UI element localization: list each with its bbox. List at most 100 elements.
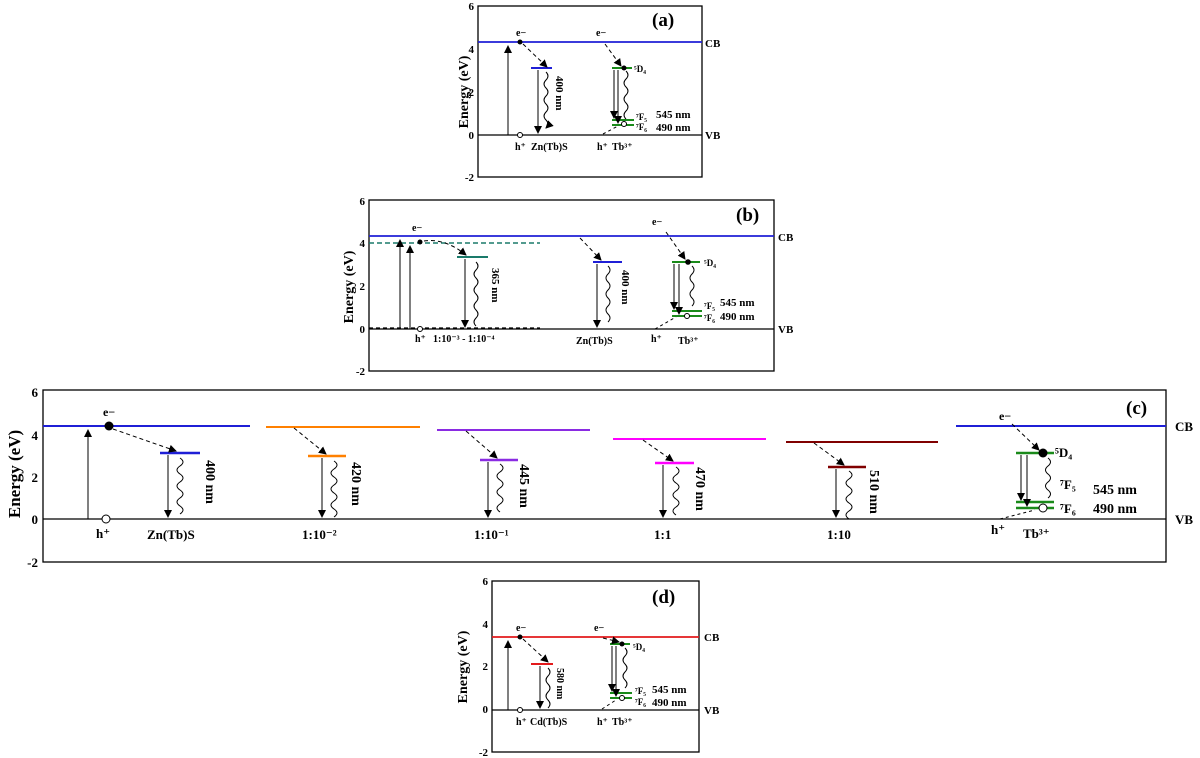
panel-b-tick-6: 6	[360, 196, 366, 208]
panel-a-hole-label: h⁺	[515, 142, 526, 153]
panel-c-label: (c)	[1126, 398, 1147, 419]
panel-d-tb-transfer-arrow	[602, 636, 620, 645]
panel-d-tb-hole-arrow	[601, 699, 617, 710]
panel-d-tick-2: 2	[483, 661, 489, 673]
panel-c-wave-zns	[176, 457, 184, 515]
panel-b-tick-2: 2	[360, 281, 366, 293]
panel-b-vb-label: VB	[778, 324, 794, 336]
panel-b-f6-label: ⁷F₆	[704, 313, 715, 323]
panel-a-tick-4: 4	[469, 44, 475, 56]
panel-d-d4-label: ⁵D₄	[633, 642, 645, 652]
panel-d-490nm: 490 nm	[652, 697, 687, 709]
panel-d-hole-dot	[517, 707, 523, 713]
panel-b-host-wave	[605, 265, 611, 323]
panel-a-f5-label: ⁷F₅	[636, 112, 647, 122]
panel-d-cb-label: CB	[704, 632, 720, 644]
panel-c-hole-label: h⁺	[96, 526, 110, 541]
panel-d-frame	[491, 580, 700, 753]
panel-d-tb-label: Tb³⁺	[612, 717, 633, 728]
panel-c-tb-label: Tb³⁺	[1023, 526, 1050, 541]
panel-c-label-1e-1: 1:10⁻¹	[474, 527, 509, 542]
panel-c-tb-hole-dot	[1038, 503, 1048, 513]
panel-d-tb-hole-dot	[619, 695, 625, 701]
panel-d-hole-label-2: h⁺	[597, 717, 608, 728]
panel-a-vb-label: VB	[705, 130, 721, 142]
panel-c-tick-2: 2	[32, 470, 39, 485]
panel-a-relax-arrow	[522, 43, 548, 68]
panel-b-electron-dot	[417, 239, 423, 245]
panel-a-electron-dot	[517, 39, 523, 45]
panel-d-ylabel: Energy (eV)	[456, 630, 471, 703]
panel-a-tb-transfer-arrow	[604, 43, 622, 67]
panel-d-label: (d)	[652, 587, 675, 608]
panel-b-tb-hole-arrow	[654, 316, 677, 330]
panel-c-tick-4: 4	[32, 428, 39, 443]
panel-b-ratio-relax-arrow	[423, 240, 467, 256]
panel-a-tb-wave	[623, 70, 629, 120]
panel-c-wave-1-1	[672, 466, 680, 516]
panel-b-cb-label: CB	[778, 232, 794, 244]
panel-a-tb-label: Tb³⁺	[612, 142, 633, 153]
panel-c-relax-zns	[112, 428, 177, 453]
panel-a-f6-label: ⁷F₆	[636, 122, 647, 132]
panel-b-tb-hole-dot	[684, 313, 690, 319]
panel-b-electron-label: e−	[412, 223, 422, 234]
panel-b-f5-label: ⁷F₅	[704, 301, 715, 311]
panel-b-tb-label: Tb³⁺	[678, 336, 699, 347]
panel-b: Energy (eV) 6 4 2 0 -2 (b) CB VB e− h⁺ 3…	[342, 196, 794, 378]
panel-d-host-label: Cd(Tb)S	[530, 717, 568, 728]
panel-c-label-zns: Zn(Tb)S	[147, 527, 195, 542]
panel-b-490nm: 490 nm	[720, 311, 755, 323]
panel-c-hole-label-2: h⁺	[991, 522, 1005, 537]
panel-b-tick-0: 0	[360, 324, 366, 336]
panel-c-relax-1e-1	[465, 430, 498, 459]
panel-c-relax-1-10	[813, 442, 845, 466]
panel-b-tb-wave	[689, 265, 695, 307]
panel-c-hole-dot	[101, 514, 111, 524]
panel-b-hole-dot	[417, 326, 423, 332]
panel-a-490nm: 490 nm	[656, 122, 691, 134]
panel-c-wave-1e-2	[330, 460, 338, 518]
panel-d-electron-label: e−	[516, 623, 526, 634]
panel-a-tick-2: 2	[469, 87, 475, 99]
panel-a-tb-hole-dot	[621, 121, 627, 127]
panel-d-f6-label: ⁷F₆	[635, 697, 646, 707]
panel-b-hole-label-2: h⁺	[651, 334, 662, 345]
panel-c-wave-1e-1	[496, 463, 504, 513]
panel-b-ratio-label: 1:10⁻³ - 1:10⁻⁴	[433, 334, 495, 345]
panel-c-nm-1e-2: 420 nm	[348, 462, 363, 506]
panel-c-electron-label: e−	[103, 405, 115, 419]
panel-c-vb-label: VB	[1175, 512, 1193, 527]
panel-c-d4-label: ⁵D₄	[1055, 445, 1072, 460]
panel-a-emission-nm: 400 nm	[553, 76, 565, 111]
panel-c-tick-0: 0	[32, 512, 39, 527]
panel-d-tb-wave	[622, 647, 628, 689]
panel-a-label: (a)	[652, 10, 674, 31]
panel-c-nm-1-1: 470 nm	[692, 467, 707, 511]
panel-a-hole-label-2: h⁺	[597, 142, 608, 153]
panel-b-ratio-wave	[473, 261, 479, 327]
panel-d-tick-6: 6	[483, 576, 489, 588]
panel-a-cb-label: CB	[705, 38, 721, 50]
panel-c-f6-label: ⁷F₆	[1060, 501, 1076, 516]
panel-c-tb-wave	[1045, 457, 1051, 499]
panel-b-ratio-nm: 365 nm	[489, 268, 501, 303]
panel-c-wave-1-10	[845, 470, 853, 520]
panel-a-hole-dot	[517, 132, 523, 138]
panel-a-tick-6: 6	[469, 1, 475, 13]
panel-b-tick-neg2: -2	[356, 366, 366, 378]
panel-c-490nm: 490 nm	[1093, 502, 1137, 517]
panel-c-relax-1e-2	[293, 427, 327, 455]
panel-d-545nm: 545 nm	[652, 684, 687, 696]
panel-d-vb-label: VB	[704, 705, 720, 717]
panel-c-ylabel: Energy (eV)	[5, 430, 24, 518]
panel-c-cb-label: CB	[1175, 419, 1193, 434]
panel-a-tb-hole-arrow	[602, 125, 619, 135]
panel-c-tb-hole-arrow	[999, 509, 1036, 520]
panel-a-emission-wave	[543, 71, 554, 129]
panel-b-tb-transfer-arrow	[665, 231, 686, 260]
panel-c-label-1-10: 1:10	[827, 527, 851, 542]
panel-d-tick-neg2: -2	[479, 747, 489, 758]
panel-b-host-nm: 400 nm	[619, 270, 631, 305]
panel-c-tick-neg2: -2	[27, 555, 38, 570]
